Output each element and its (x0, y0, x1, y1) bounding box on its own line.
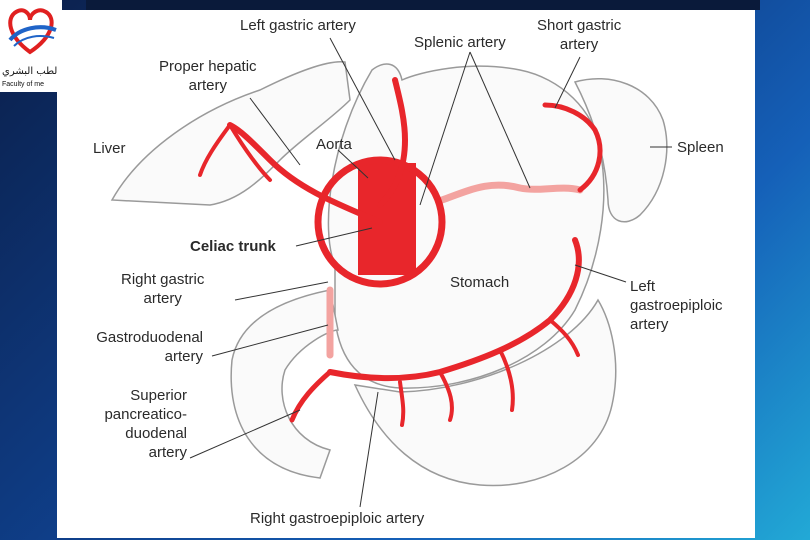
label-splenic-artery: Splenic artery (414, 34, 506, 51)
splenic-artery-posterior (438, 181, 584, 204)
liver-shape (110, 61, 351, 206)
label-proper-hepatic-artery: Proper hepatic artery (159, 57, 257, 95)
logo-arabic-text: لطب البشري (2, 66, 58, 77)
omentum-shape (353, 298, 617, 487)
label-gastroduodenal-line1: Gastroduodenal (96, 329, 203, 346)
label-sup-pancreatico-line3: duodenal (125, 425, 187, 442)
label-left-gastroepiploic-line3: artery (630, 316, 669, 333)
label-liver: Liver (93, 140, 126, 157)
label-celiac-trunk: Celiac trunk (190, 238, 276, 255)
label-right-gastric-line1: Right gastric (121, 271, 205, 288)
label-aorta: Aorta (316, 136, 352, 153)
label-right-gastric-artery: Right gastric artery (121, 270, 204, 308)
label-gastroduodenal-artery: Gastroduodenal artery (73, 328, 203, 366)
label-left-gastric-artery: Left gastric artery (240, 17, 356, 34)
logo-english-text: Faculty of me (2, 81, 45, 88)
label-short-gastric-line2: artery (559, 36, 599, 53)
label-spleen: Spleen (677, 139, 724, 156)
label-left-gastroepiploic-artery: Left gastroepiploic artery (630, 277, 723, 334)
logo-emblem-icon (8, 8, 57, 55)
label-stomach: Stomach (450, 274, 510, 291)
label-right-gastroepiploic-artery: Right gastroepiploic artery (250, 510, 425, 527)
left-gastric-artery (377, 77, 409, 208)
faculty-logo: لطب البشري Faculty of me (0, 0, 62, 92)
lesser-curvature-arcade (314, 156, 446, 288)
stomach-shape (327, 63, 605, 389)
label-right-gastric-line2: artery (143, 290, 182, 307)
label-proper-hepatic-line1: Proper hepatic (159, 58, 257, 75)
slide-top-bar (86, 0, 760, 10)
label-left-gastroepiploic-line2: gastroepiploic (630, 297, 723, 314)
short-gastric-artery (542, 102, 603, 193)
label-sup-pancreatico-line4: artery (148, 444, 187, 461)
label-sup-pancreatico-line2: pancreatico- (104, 406, 187, 423)
proper-hepatic-artery (227, 122, 383, 225)
anatomy-figure: Left gastric artery Short gastric artery… (57, 10, 755, 538)
spleen-shape (573, 78, 668, 223)
gastroepiploic-arcade (327, 237, 582, 382)
label-superior-pancreaticoduodenal-artery: Superior pancreatico- duodenal artery (87, 386, 187, 462)
label-left-gastroepiploic-line1: Left (630, 278, 656, 295)
superior-pancreaticoduodenal-artery (289, 369, 333, 423)
celiac-anatomy-illustration (110, 37, 672, 508)
label-short-gastric-line1: Short gastric (537, 17, 622, 34)
duodenum-shape (230, 289, 339, 479)
label-gastroduodenal-line2: artery (164, 348, 203, 365)
label-sup-pancreatico-line1: Superior (130, 387, 187, 404)
label-proper-hepatic-line2: artery (188, 77, 227, 94)
label-short-gastric-artery: Short gastric artery (537, 16, 621, 54)
